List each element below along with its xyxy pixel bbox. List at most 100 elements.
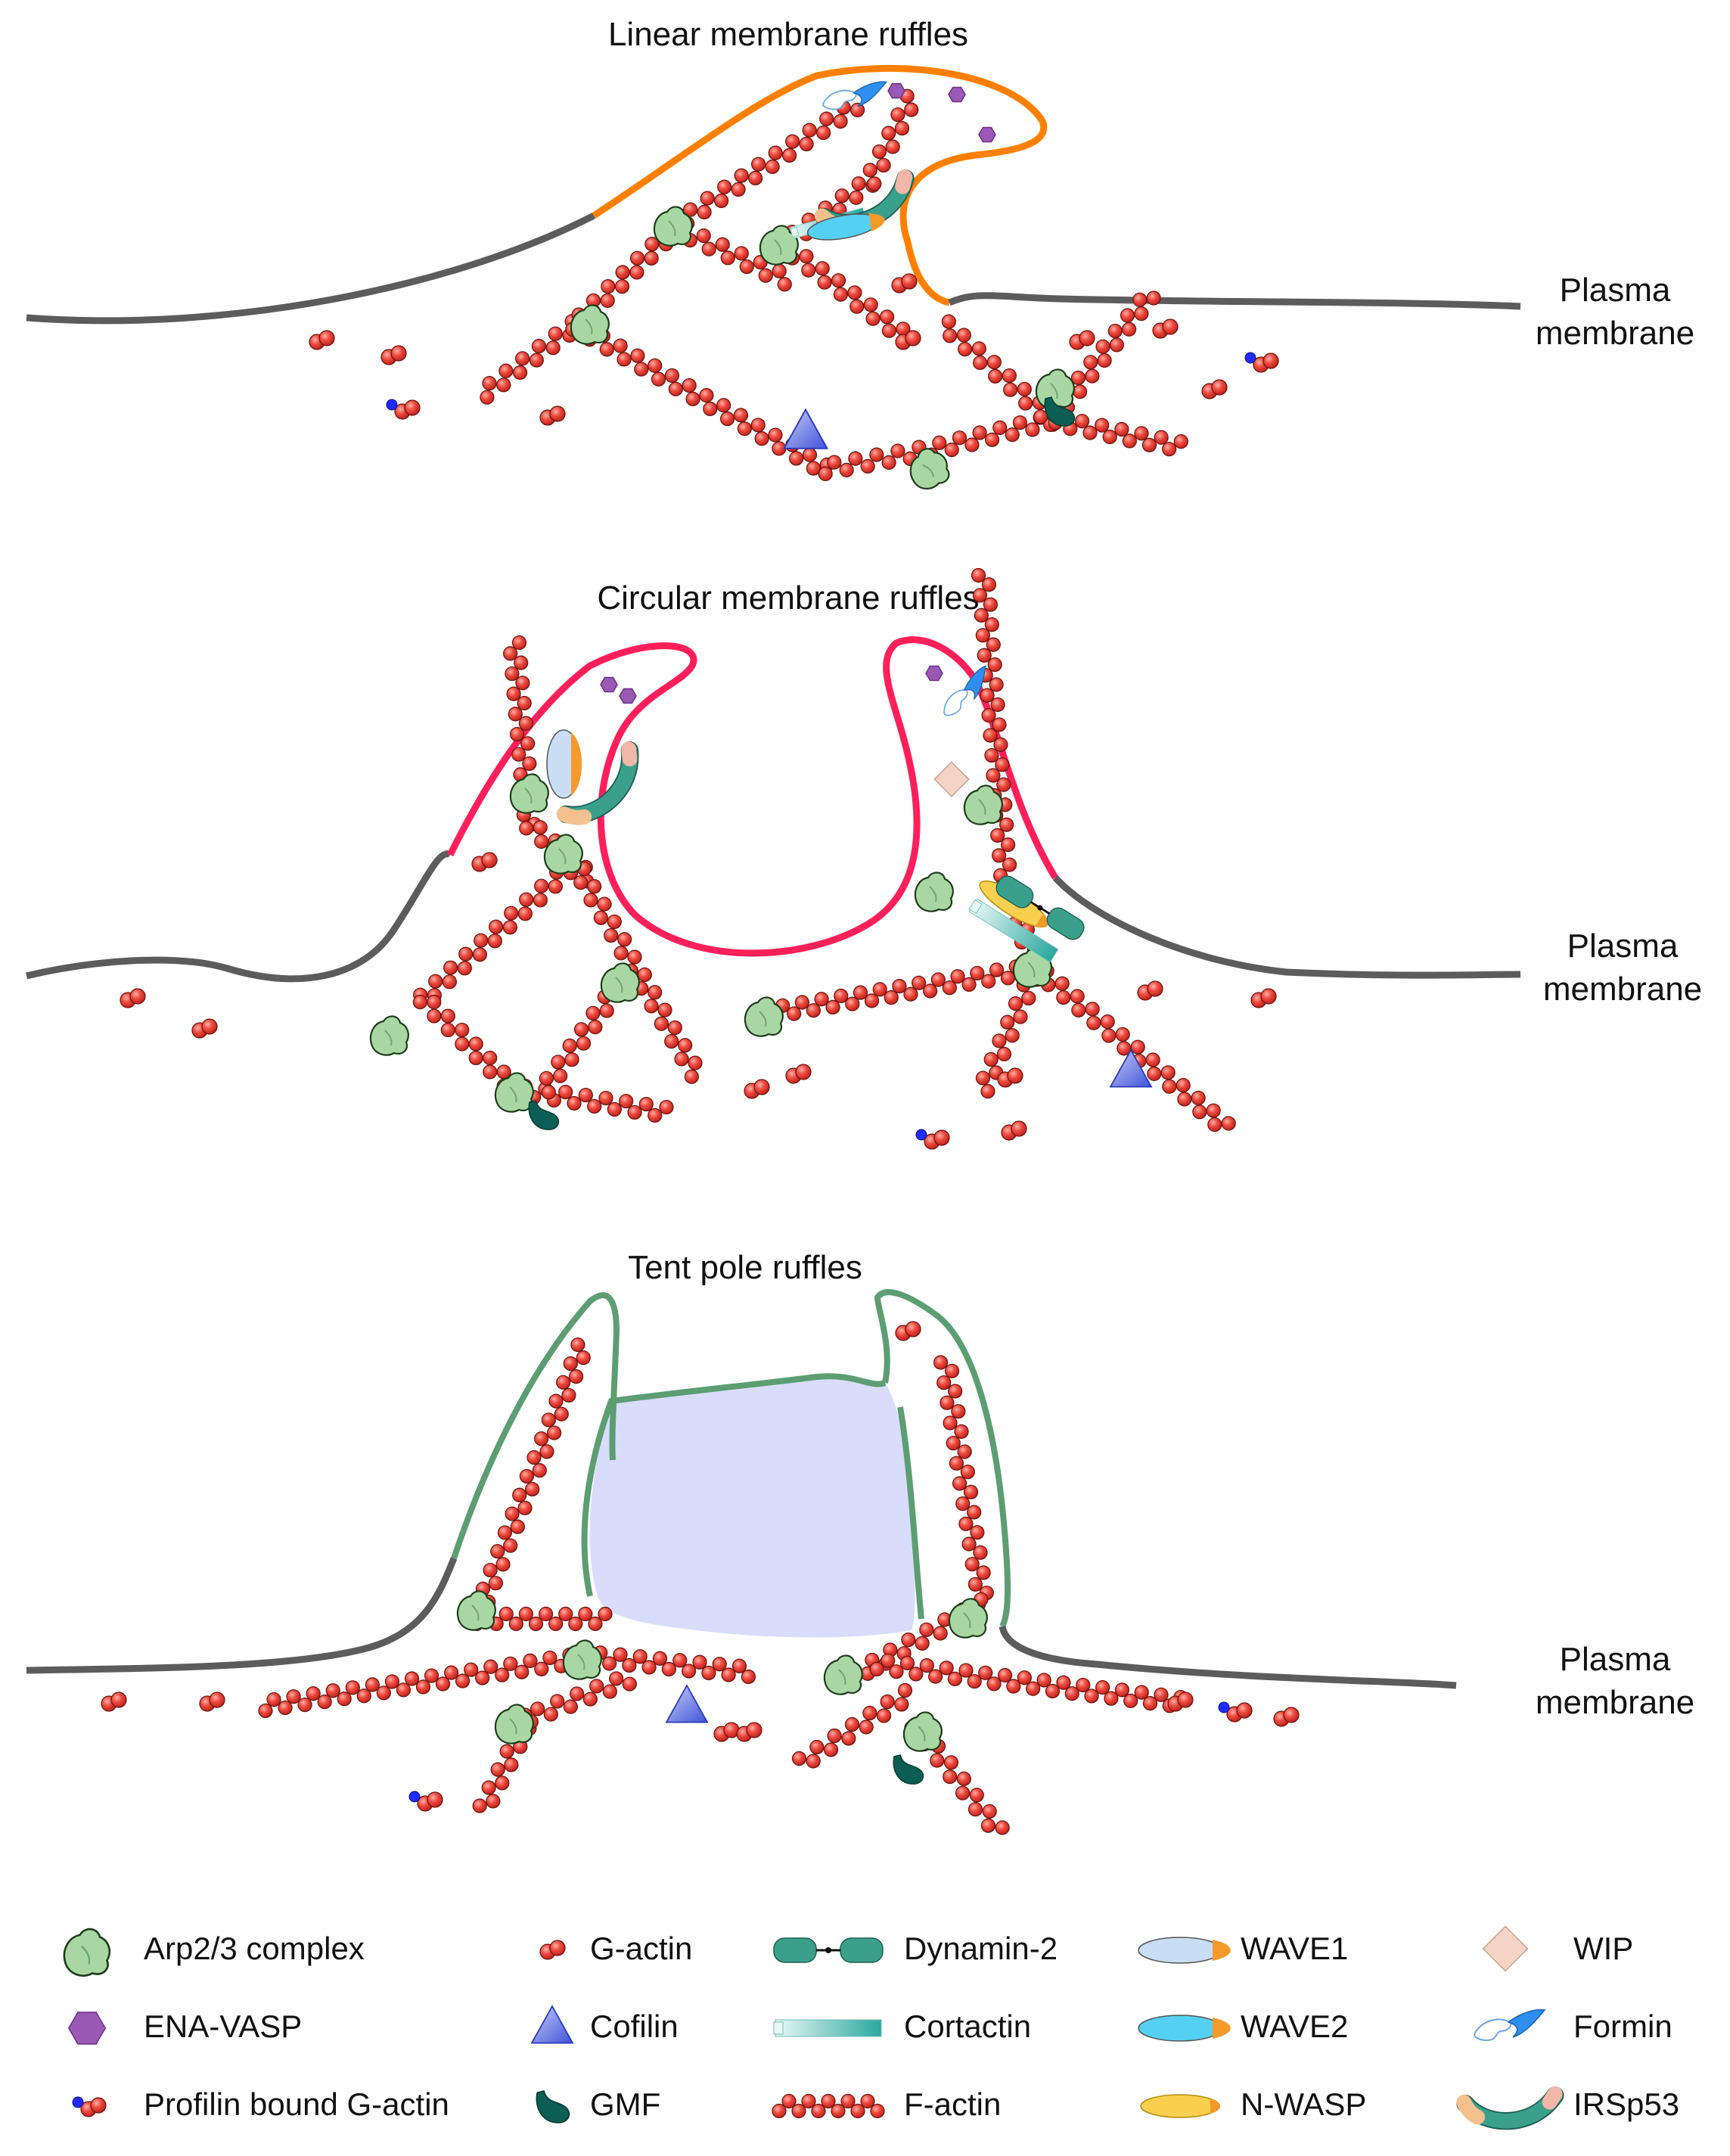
- membrane-label-line1: Plasma: [1560, 272, 1671, 309]
- circular-ruffle-membrane: [446, 636, 1058, 957]
- protein-markers: [101, 81, 1300, 1812]
- cofilin: [530, 2005, 574, 2044]
- membrane-label-line1: Plasma: [1560, 1641, 1671, 1678]
- f-actin-filament: [582, 1645, 756, 1685]
- plasma-membrane-line: [26, 212, 596, 325]
- cofilin-icon: [530, 2005, 574, 2044]
- legend-item: GMF: [536, 2086, 660, 2123]
- wave-protein: [546, 729, 582, 799]
- panel-title: Circular membrane ruffles: [597, 579, 979, 617]
- gmf: [536, 2090, 570, 2123]
- g-actin-monomer: [199, 1692, 225, 1712]
- plasma-membrane-line: [948, 292, 1521, 310]
- panel-title: Tent pole ruffles: [628, 1249, 862, 1286]
- arp23-complex: [759, 225, 799, 266]
- irsp53: [556, 741, 639, 825]
- wave-protein: [1138, 2015, 1231, 2042]
- ena-vasp: [619, 688, 637, 704]
- cortactin: [968, 898, 1059, 963]
- formin: [822, 81, 888, 110]
- legend-label: WAVE1: [1241, 1931, 1348, 1966]
- panel-circular-ruffles: Circular membrane ruffles Plasma membran…: [25, 579, 1702, 1008]
- ena-vasp: [948, 86, 966, 103]
- f-actin-filament: [480, 314, 579, 405]
- cofilin: [1109, 1048, 1153, 1088]
- legend-item: WAVE1: [1138, 1931, 1348, 1966]
- legend-label: IRSp53: [1573, 2086, 1679, 2122]
- f-actin-filament: [933, 1355, 994, 1612]
- dynamin-2-icon: [773, 1937, 884, 1963]
- g-actin-monomer: [1167, 1692, 1194, 1712]
- cofilin: [665, 1684, 709, 1723]
- tent-pole-ruffle-right: [874, 1289, 1011, 1628]
- formin: [943, 665, 986, 716]
- arp23-complex: [543, 834, 583, 875]
- irsp53: [1456, 2086, 1564, 2130]
- plasma-membrane-line: [26, 1557, 458, 1674]
- legend-item: N-WASP: [1140, 2086, 1366, 2122]
- arp23-complex: [369, 1015, 409, 1056]
- legend-item: WAVE2: [1138, 2008, 1348, 2044]
- g-actin-monomer: [1152, 318, 1179, 339]
- g-actin-monomer: [744, 1079, 770, 1099]
- arp23-complex: [902, 1711, 943, 1752]
- arp23-complex: [909, 448, 950, 490]
- f-actin-filament: [769, 237, 911, 338]
- wip: [933, 761, 970, 797]
- legend-item: Arp2/3 complex: [63, 1928, 365, 1977]
- arp23-complex: [600, 962, 640, 1003]
- f-actin-filament: [971, 567, 1019, 893]
- f-actin-filament: [818, 440, 939, 481]
- f-actin-filament: [565, 318, 834, 476]
- arp23-complex: [509, 773, 549, 814]
- g-actin-monomer: [895, 330, 921, 350]
- panel-tent-pole-ruffles: Tent pole ruffles Plasma membrane: [26, 1249, 1694, 1721]
- legend-item: Cortactin: [773, 2008, 1031, 2044]
- wave2-icon: [1138, 2015, 1231, 2042]
- g-actin-monomer: [120, 988, 146, 1008]
- g-actin-monomer: [895, 1321, 921, 1341]
- g-actin-monomer: [1137, 980, 1163, 1001]
- arp23-complex: [494, 1072, 534, 1113]
- arp23-complex: [63, 1928, 111, 1977]
- g-actin-monomer: [785, 1064, 812, 1084]
- g-actin-monomer: [471, 852, 498, 872]
- ena-vasp: [600, 676, 618, 693]
- f-actin-filament: [680, 100, 865, 231]
- arp23-complex-icon: [63, 1928, 111, 1977]
- arp23-complex: [823, 1654, 863, 1695]
- legend-label: Formin: [1573, 2008, 1673, 2044]
- gmf: [1044, 396, 1076, 427]
- g-actin-monomer: [1250, 988, 1277, 1008]
- n-wasp-icon: [1140, 2094, 1221, 2118]
- legend-label: Cofilin: [590, 2008, 679, 2044]
- gmf-icon: [536, 2090, 570, 2123]
- legend-label: G-actin: [590, 1931, 692, 1966]
- arp23-complex: [914, 871, 954, 912]
- legend-label: Cortactin: [904, 2008, 1031, 2044]
- macropinosome: [589, 1376, 915, 1638]
- arp23-complex: [456, 1590, 496, 1631]
- profilin-bound-g-actin: [408, 1791, 443, 1812]
- g-actin-monomer: [1069, 330, 1095, 350]
- plasma-membrane-line: [1052, 875, 1521, 979]
- dynamin-2: [995, 875, 1085, 940]
- f-actin-filament: [772, 2093, 885, 2119]
- g-actin-monomer: [713, 1722, 740, 1742]
- dynamin-2: [773, 1937, 884, 1963]
- f-actin-filament: [756, 955, 1043, 1024]
- arp23-complex: [1012, 947, 1052, 988]
- g-actin-monomer: [891, 273, 918, 294]
- legend-item: IRSp53: [1456, 2086, 1679, 2130]
- legend-label: GMF: [590, 2086, 660, 2122]
- g-actin-monomer: [736, 1722, 763, 1742]
- arp23-complex: [562, 1639, 602, 1680]
- g-actin-monomer: [1273, 1707, 1300, 1727]
- n-wasp: [1140, 2094, 1221, 2118]
- cofilin: [782, 408, 829, 449]
- wave-protein: [806, 213, 885, 241]
- linear-ruffle-membrane: [592, 64, 1048, 306]
- arp23-complex: [948, 1598, 988, 1639]
- f-actin-filament: [791, 1682, 913, 1769]
